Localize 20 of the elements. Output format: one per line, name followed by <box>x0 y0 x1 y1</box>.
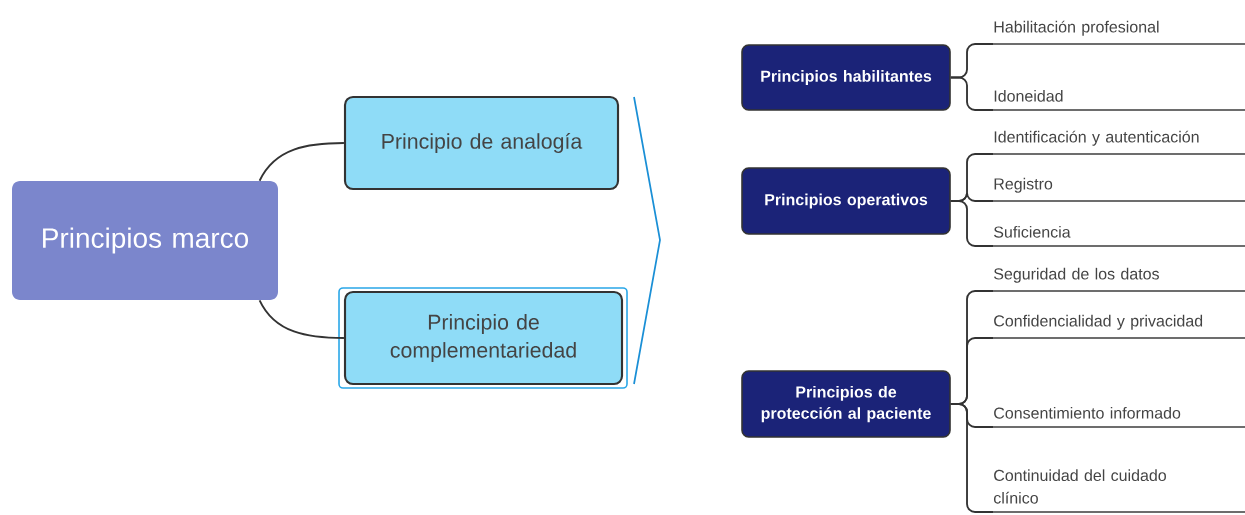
connector <box>949 200 994 247</box>
connector <box>949 403 994 513</box>
underlined-topic: Confidencialidad y privacidad <box>992 314 1245 339</box>
connector <box>949 76 994 111</box>
underlined-topic: Idoneidad <box>992 90 1245 111</box>
underlined-topic: Habilitación profesional <box>992 20 1245 45</box>
underlined-topic: Registro <box>992 177 1245 202</box>
root-topic-box: Principios marco <box>12 181 278 300</box>
underlined-topic: Seguridad de los datos <box>992 267 1245 292</box>
connector <box>258 142 345 182</box>
branch-box: Principios operativos <box>741 167 951 235</box>
underlined-topic: Identificación y autenticación <box>992 130 1245 155</box>
underlined-topic: Continuidad del cuidado clínico <box>992 469 1245 513</box>
underlined-topic: Consentimiento informado <box>992 407 1245 428</box>
underlined-topic: Suficiencia <box>992 226 1245 247</box>
connector <box>258 299 345 339</box>
branch-box: Principios habilitantes <box>741 44 951 111</box>
topic-box: Principio de analogía <box>343 95 620 191</box>
branch-box: Principios de protección al paciente <box>741 370 951 438</box>
topic-box: Principio de complementariedad <box>338 287 628 389</box>
